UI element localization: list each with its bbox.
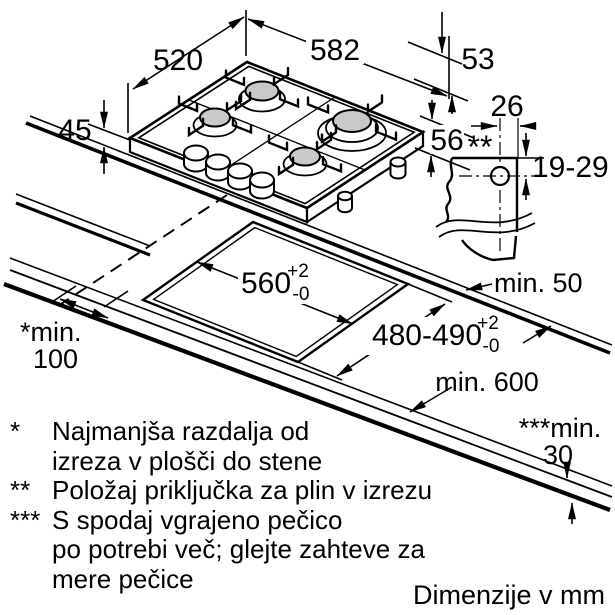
footnote-text-line: S spodaj vgrajeno pečico	[52, 504, 343, 535]
hob-height-label: 45	[58, 114, 91, 147]
control-knobs	[183, 144, 275, 200]
gas-marker-label: **	[468, 129, 493, 165]
gas-vertical-range-label: 19-29	[532, 151, 609, 184]
footnotes: * Najmanjša razdalja od izreza v plošči …	[10, 416, 606, 595]
cutout-depth-minus-tol: -0	[483, 336, 500, 357]
worktop-rear-edge	[29, 115, 613, 346]
gas-connection-detail	[435, 118, 544, 262]
worktop-lines	[3, 115, 613, 512]
burner-wok	[317, 109, 387, 152]
footnote-marker: *	[10, 416, 21, 446]
body-depth-label: 56	[430, 124, 463, 157]
below-clearance-label-2: 30	[543, 440, 573, 470]
break-line	[435, 212, 533, 228]
rear-clearance-label: min. 50	[494, 268, 583, 298]
footnote-text-line: Najmanjša razdalja od	[52, 416, 310, 446]
footnote-marker: ***	[10, 504, 41, 535]
units-note: Dimenzije v mm	[412, 580, 605, 610]
cutout-depth-label: 480-490	[372, 319, 482, 352]
counter-depth-label: min. 600	[435, 367, 539, 397]
oven-top-line	[3, 282, 611, 512]
cutout-width-plus-tol: +2	[287, 261, 309, 282]
hob-width-label: 582	[310, 34, 360, 67]
footnote-wall-distance: * Najmanjša razdalja od izreza v plošči …	[10, 416, 606, 476]
cutout-width-minus-tol: -0	[293, 284, 310, 305]
below-clearance-label-1: ***min.	[519, 413, 602, 443]
hob-depth-label: 520	[153, 44, 203, 77]
hob	[127, 60, 426, 225]
hob-foot	[337, 156, 407, 214]
burner-front	[282, 146, 328, 177]
gas-offset-label: 26	[490, 90, 523, 123]
dimension-labels: 520 582 53 45 56 26 ** 19-29 min. 50 560…	[20, 34, 609, 470]
footnote-gas-position: ** Položaj priključka za plin v izrezu	[10, 475, 606, 506]
footnote-text-line: izreza v plošči do stene	[52, 445, 323, 476]
footnote-text-line: Položaj priključka za plin v izrezu	[52, 475, 433, 505]
worktop-front-edge	[9, 257, 613, 487]
footnote-marker: **	[10, 475, 31, 505]
wall-clearance-label-1: *min.	[20, 317, 82, 347]
grate-clearance-label: 53	[461, 43, 494, 76]
footnote-text-line: po potrebi več; glejte zahteve za	[52, 534, 425, 564]
footnote-oven-below: *** S spodaj vgrajeno pečico po potrebi …	[10, 504, 606, 595]
footnote-text-line: mere pečice	[52, 563, 194, 594]
burner-left	[192, 107, 238, 138]
wall-clearance-label-2: 100	[33, 344, 78, 374]
cutout-width-label: 560	[241, 267, 291, 300]
cutout-depth-plus-tol: +2	[477, 313, 499, 334]
